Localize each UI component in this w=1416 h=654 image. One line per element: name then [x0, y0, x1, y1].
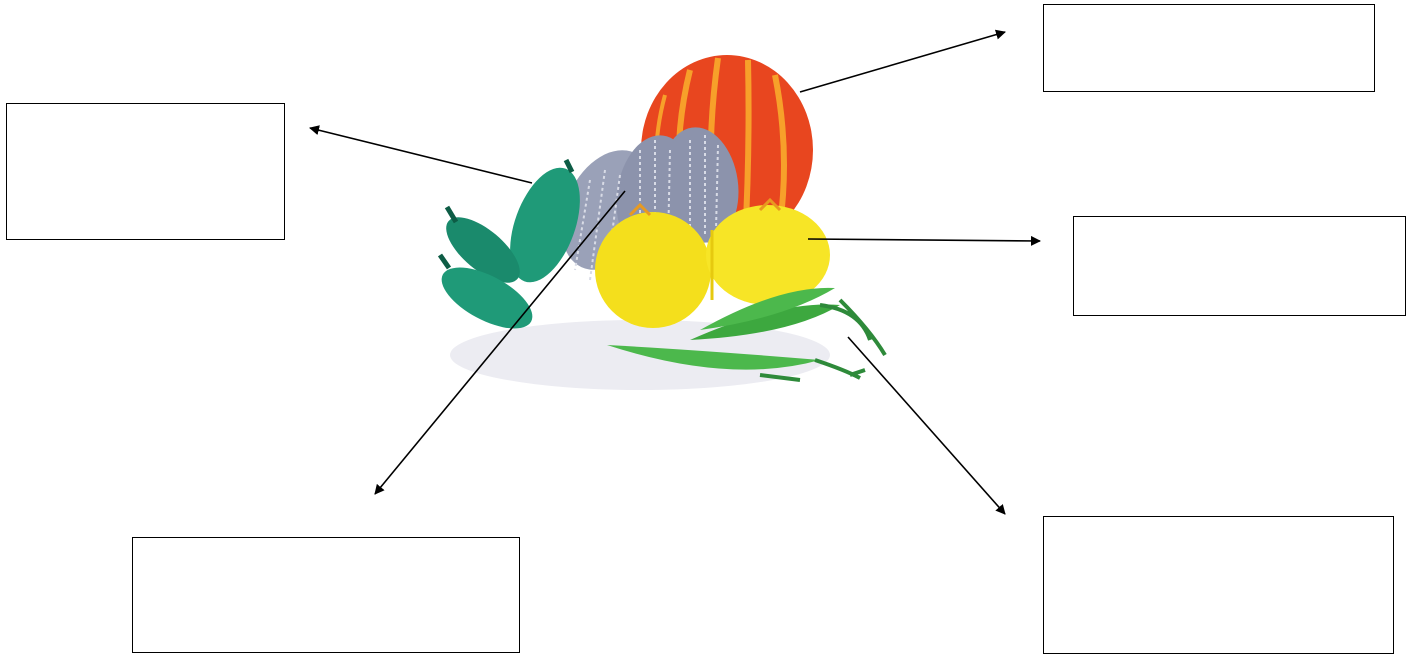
arrow-to-top-left-box [310, 128, 532, 183]
label-box-top-left[interactable] [6, 103, 285, 240]
label-box-top-right[interactable] [1043, 4, 1375, 92]
label-box-mid-right[interactable] [1073, 216, 1406, 316]
shadow [450, 320, 830, 390]
arrow-to-bottom-right-box [848, 337, 1005, 514]
arrow-to-mid-right-box [808, 239, 1040, 241]
label-box-bottom-right[interactable] [1043, 516, 1394, 654]
arrow-to-top-right-box [800, 32, 1005, 92]
label-box-bottom-left[interactable] [132, 537, 520, 653]
